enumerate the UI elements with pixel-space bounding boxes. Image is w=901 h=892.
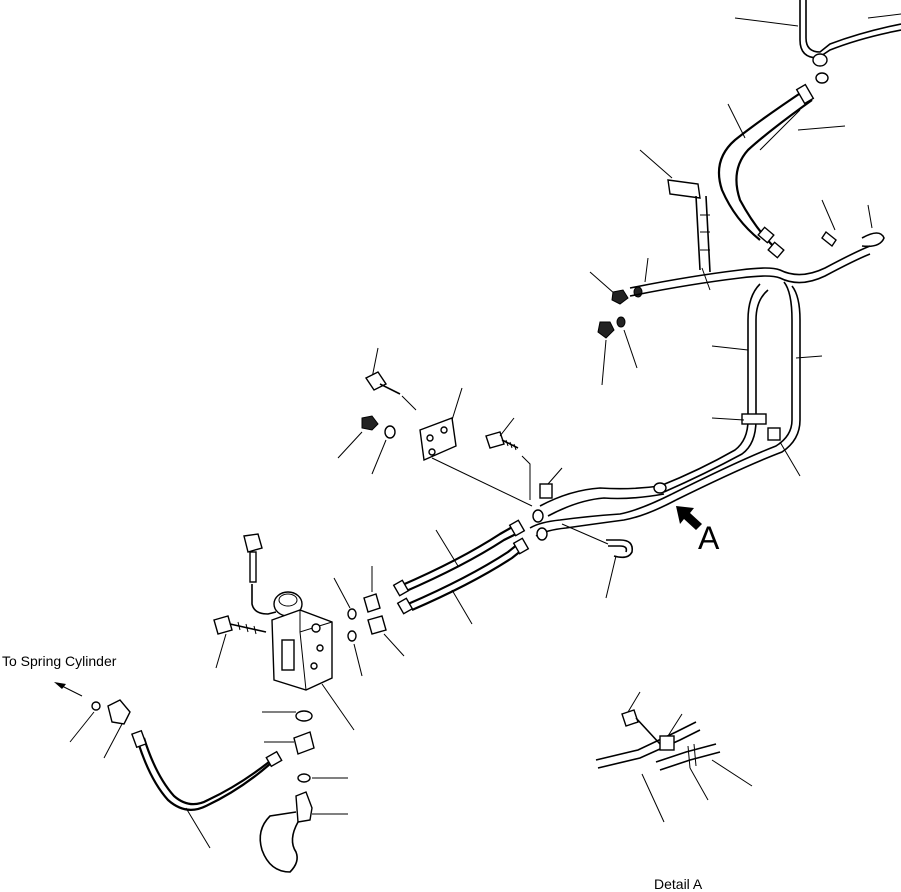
view-a-letter: A	[698, 520, 720, 556]
detail-a-view	[595, 691, 753, 823]
spring-cylinder-hose	[54, 682, 283, 849]
main-tube-run	[529, 245, 871, 537]
view-a-arrow	[676, 506, 702, 530]
upper-hose-assembly	[717, 0, 901, 259]
detail-a-caption: Detail A	[654, 876, 703, 892]
upper-right-fasteners	[589, 149, 885, 386]
valve-block-assembly	[213, 533, 405, 873]
middle-bracket-assembly	[337, 347, 634, 599]
to-spring-cylinder-label: To Spring Cylinder	[2, 653, 117, 669]
middle-hoses	[392, 509, 548, 625]
